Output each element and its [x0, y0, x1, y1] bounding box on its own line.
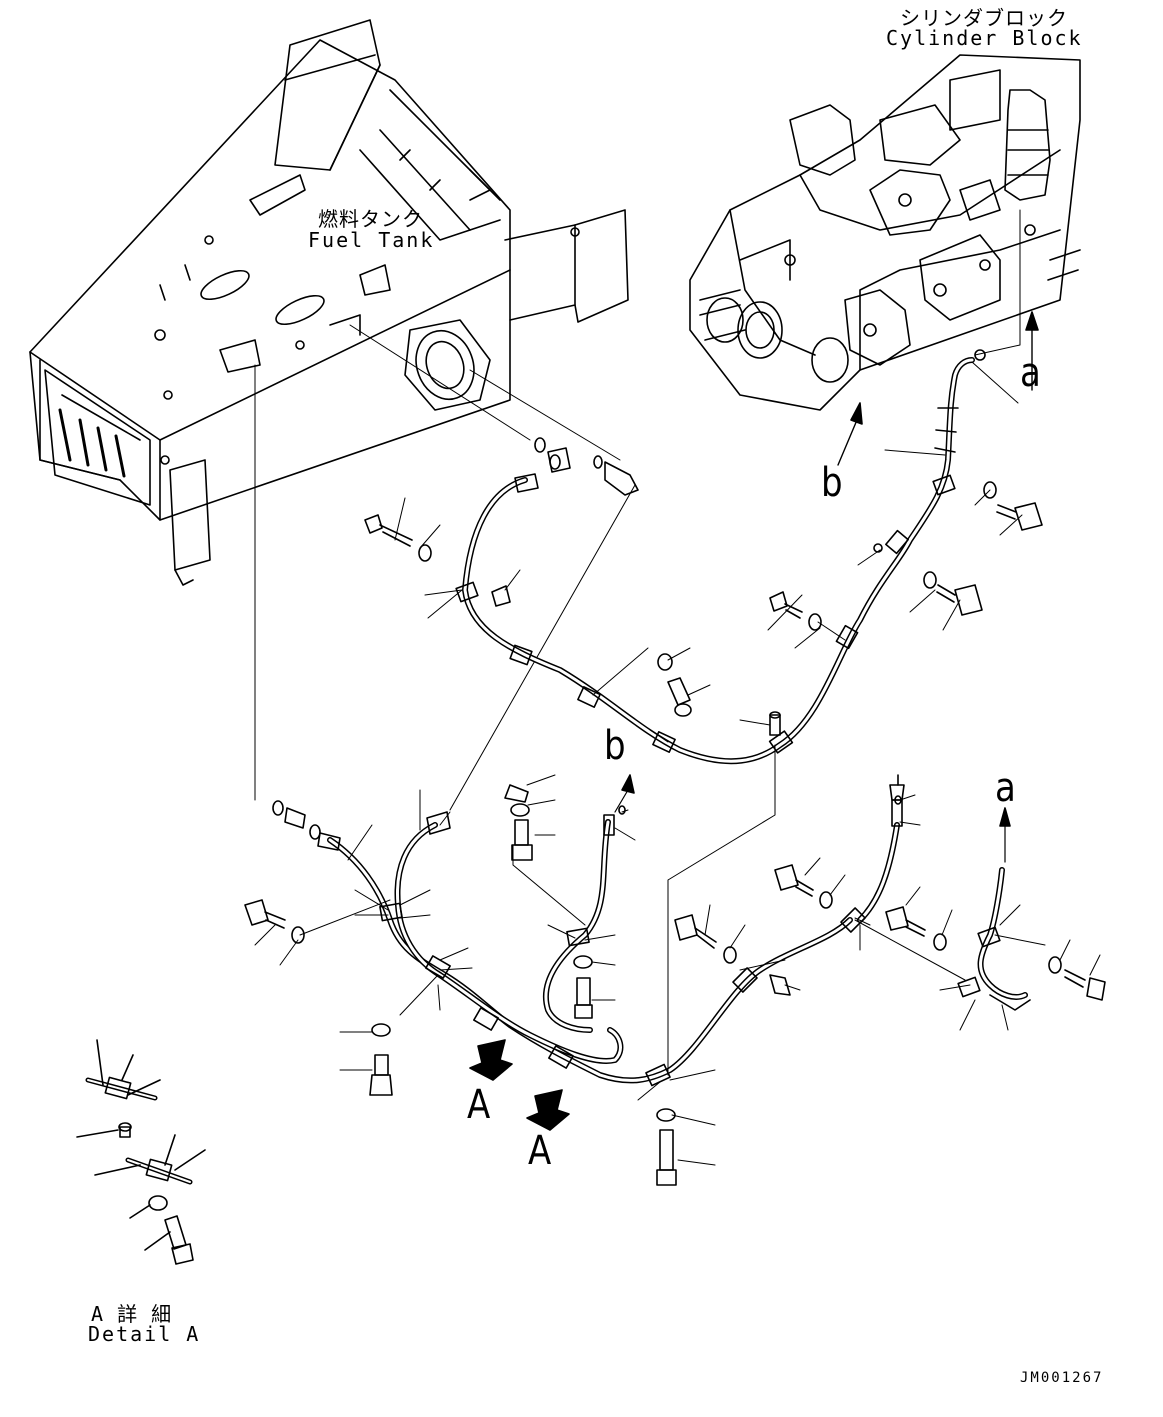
upper-leaders — [394, 361, 1023, 743]
detail-A-label-en: Detail A — [88, 1322, 201, 1346]
view-label-A-2: A — [528, 1128, 552, 1174]
cylinder-block-label-jp: シリンダブロック — [900, 6, 1068, 30]
view-arrow-A-2 — [526, 1089, 570, 1131]
ref-letter-b-top: b — [821, 460, 843, 506]
ref-letter-a-mid: a — [995, 765, 1016, 811]
fuel-tank-drawing — [29, 19, 629, 586]
view-label-A-1: A — [467, 1082, 491, 1128]
view-arrow-A-1 — [469, 1039, 513, 1081]
ref-letter-a-top: a — [1020, 350, 1041, 396]
detail-A-drawing — [76, 1039, 206, 1265]
upper-fuel-hose — [455, 357, 975, 765]
cylinder-block-label-en: Cylinder Block — [886, 26, 1083, 50]
lower-hardware — [244, 784, 1106, 1186]
fuel-tank-label-jp: 燃料タンク — [318, 207, 423, 231]
upper-hardware — [364, 481, 1043, 736]
lower-leaders — [254, 744, 1101, 1166]
lower-fuel-hose — [317, 774, 1028, 1087]
detail-A-label-jp: A 詳 細 — [91, 1302, 173, 1326]
drawing-number: JM001267 — [1020, 1370, 1104, 1386]
cylinder-block-drawing — [689, 54, 1081, 411]
fuel-tank-label-en: Fuel Tank — [308, 228, 435, 252]
ref-letter-b-mid: b — [604, 723, 626, 769]
